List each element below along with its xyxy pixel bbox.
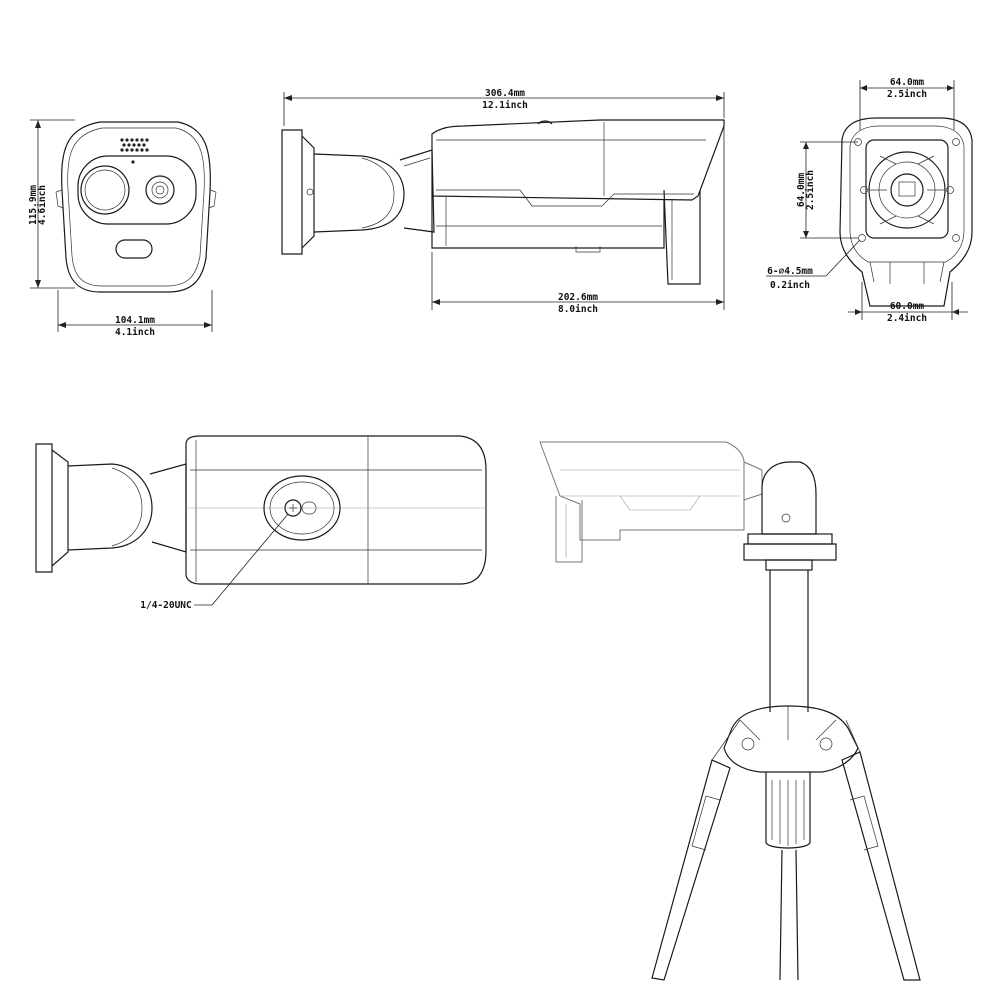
thread-label: 1/4-20UNC: [140, 600, 192, 611]
side-body-length-dimension: 202.6mm 8.0inch: [431, 126, 725, 315]
side-body-length-inch: 8.0inch: [558, 304, 598, 315]
rear-bottom-width-dimension: 60.0mm 2.4inch: [848, 282, 968, 324]
bottom-view: [35, 435, 487, 585]
front-width-dimension: 104.1mm 4.1inch: [57, 290, 213, 338]
side-total-length-mm: 306.4mm: [485, 88, 525, 99]
front-height-mm: 115.9mm: [28, 185, 39, 225]
thread-callout: 1/4-20UNC: [140, 513, 289, 611]
rear-side-height-inch: 2.5inch: [805, 170, 816, 210]
front-view: [55, 121, 217, 293]
front-height-dimension: 115.9mm 4.6inch: [28, 119, 75, 289]
tripod-mount-illustration: [539, 441, 921, 981]
rear-top-width-mm: 64.0mm: [890, 77, 925, 88]
rear-view: [839, 117, 973, 307]
rear-bottom-width-inch: 2.4inch: [887, 313, 927, 324]
front-width-inch: 4.1inch: [115, 327, 155, 338]
rear-hole-label: 6-∅4.5mm: [767, 266, 813, 277]
front-height-inch: 4.6inch: [37, 185, 48, 225]
side-total-length-dimension: 306.4mm 12.1inch: [283, 88, 725, 126]
rear-top-width-inch: 2.5inch: [887, 89, 927, 100]
side-view: [281, 119, 725, 285]
front-width-mm: 104.1mm: [115, 315, 155, 326]
rear-side-height-dimension: 64.0mm 2.5inch: [796, 141, 858, 239]
side-body-length-mm: 202.6mm: [558, 292, 598, 303]
rear-side-height-mm: 64.0mm: [796, 173, 807, 208]
rear-top-width-dimension: 64.0mm 2.5inch: [859, 77, 955, 130]
rear-bottom-width-mm: 60.0mm: [890, 301, 925, 312]
rear-hole-inch: 0.2inch: [770, 280, 810, 291]
side-total-length-inch: 12.1inch: [482, 100, 528, 111]
rear-hole-callout: 6-∅4.5mm 0.2inch: [766, 239, 861, 291]
